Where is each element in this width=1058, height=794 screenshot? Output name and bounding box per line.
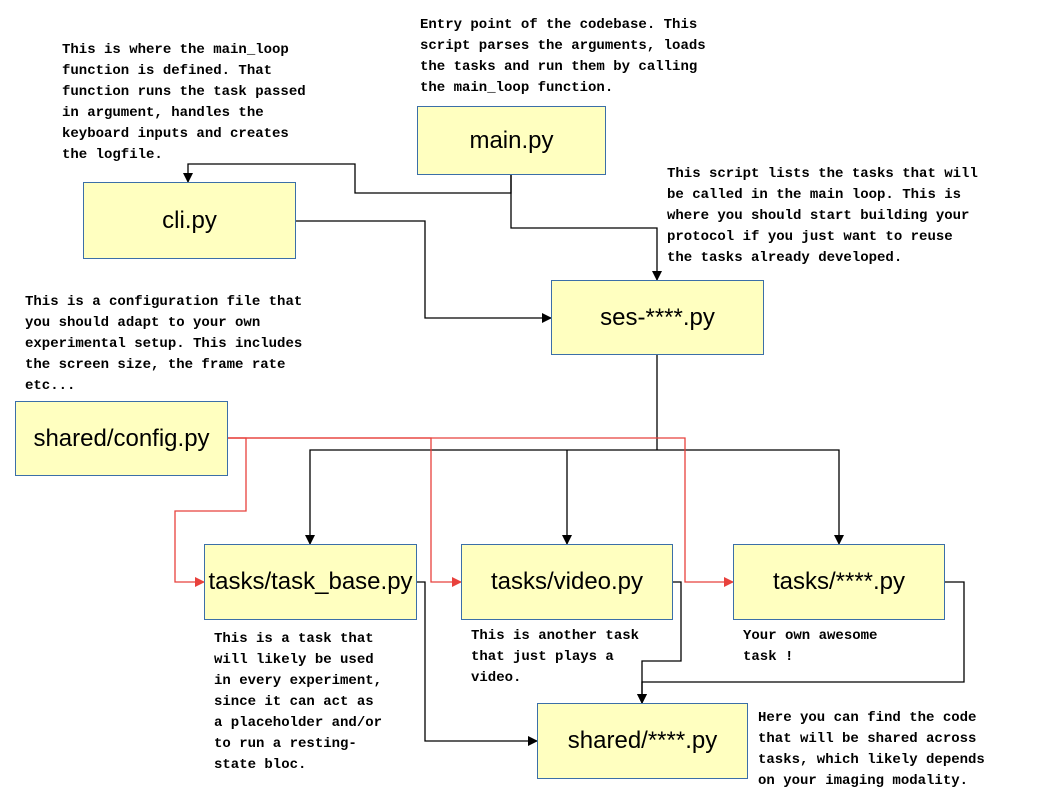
node-ses: ses-****.py [551, 280, 764, 355]
edge-ses-to-custom-task [657, 449, 844, 545]
node-custom-task: tasks/****.py [733, 544, 945, 620]
edge-ses-to-task-base [305, 449, 657, 545]
note-ses: This script lists the tasks that will be… [667, 166, 978, 266]
node-main: main.py [417, 106, 606, 175]
node-cli: cli.py [83, 182, 296, 259]
note-shared: Here you can find the code that will be … [758, 710, 985, 789]
edge-custom-task-to-shared [637, 581, 965, 704]
note-custom-task: Your own awesome task ! [743, 628, 878, 665]
node-shared: shared/****.py [537, 703, 748, 779]
note-video: This is another task that just plays a v… [471, 628, 640, 686]
edge-video-to-shared [637, 581, 682, 704]
node-task-base: tasks/task_base.py [204, 544, 417, 620]
node-config: shared/config.py [15, 401, 228, 476]
edge-task-base-to-shared [417, 581, 538, 746]
edge-cli-to-ses [295, 220, 552, 323]
note-config: This is a configuration file that you sh… [25, 294, 303, 394]
node-video: tasks/video.py [461, 544, 673, 620]
note-task-base: This is a task that will likely be used … [214, 631, 383, 773]
note-main: Entry point of the codebase. This script… [420, 17, 706, 96]
edge-config-to-custom-task [228, 437, 734, 587]
note-cli: This is where the main_loop function is … [62, 42, 306, 163]
edge-main-to-ses [510, 175, 662, 281]
